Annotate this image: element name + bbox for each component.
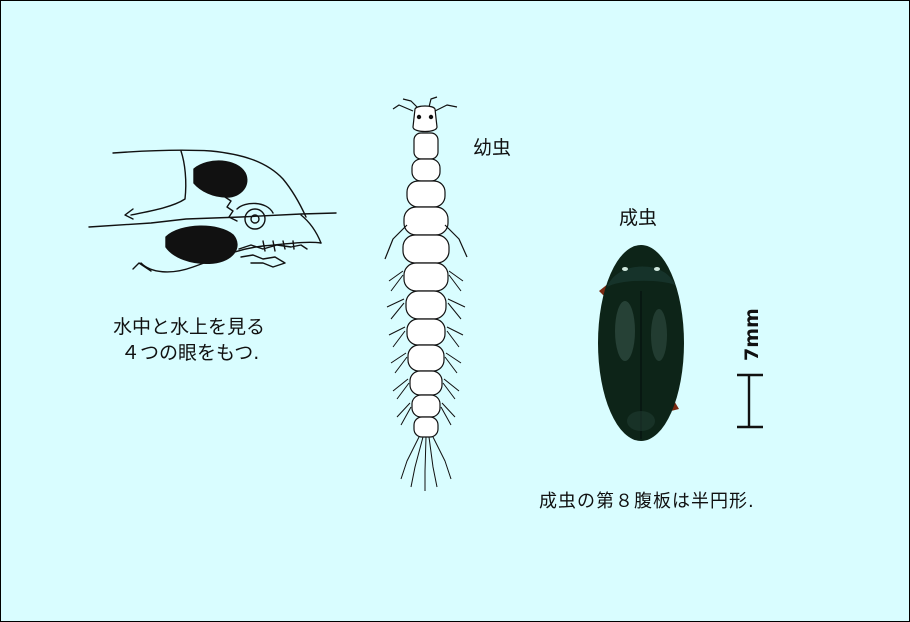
larva-tail-filaments (400, 436, 452, 491)
scale-bar (737, 373, 763, 429)
water-surface-line (88, 212, 337, 228)
antenna-segments (224, 196, 238, 222)
beetle-highlight-left (615, 301, 635, 361)
scale-bar-label: 7mm (741, 308, 763, 361)
larva-segment-7 (405, 290, 447, 320)
larva-segment-10 (409, 370, 443, 396)
larva-segment-11 (411, 394, 441, 418)
larva-segment-1 (413, 132, 439, 160)
beetle-highlight-tail (627, 411, 655, 431)
larva-segment-12 (413, 416, 439, 438)
lower-eye (165, 225, 238, 264)
larva-segment-2 (411, 158, 441, 182)
label-adult: 成虫 (619, 207, 658, 229)
head-detail-strokes (124, 208, 152, 272)
caption-abdominal-plate: 成虫の第８腹板は半円形. (539, 491, 755, 512)
larva-segment-3 (406, 180, 446, 208)
larva-segment-4 (403, 206, 449, 236)
larva-segment-5 (402, 234, 450, 264)
antenna-socket (250, 214, 260, 224)
beetle-eye-left (622, 267, 628, 271)
head-tip-outline (300, 214, 322, 244)
larva-antennae (392, 96, 458, 112)
mouthpart-teeth (262, 240, 295, 252)
upper-eye (193, 160, 248, 198)
larva-eye-left (416, 114, 422, 120)
larva-leg-left (384, 224, 408, 260)
antenna-base (244, 208, 266, 230)
antenna-arc (236, 202, 274, 214)
larva-gill-filaments (386, 270, 466, 426)
beetle-highlight-right (651, 309, 667, 361)
caption-four-eyes-line2: ４つの眼をもつ. (121, 342, 260, 364)
head-upper-outline (112, 149, 307, 218)
beetle-head-drawing (88, 149, 337, 273)
larva-segment-6 (403, 262, 449, 292)
mouthpart-upper (238, 244, 308, 250)
larva-eye-right (428, 114, 434, 120)
larva-segment-9 (407, 344, 445, 372)
caption-four-eyes-line1: 水中と水上を見る (113, 316, 266, 338)
label-larva: 幼虫 (473, 137, 512, 159)
adult-beetle-photo (598, 245, 684, 441)
larva-segment-8 (406, 318, 446, 346)
larva-head (412, 105, 438, 133)
mouthpart-lower (240, 254, 286, 268)
larva-leg-right (444, 224, 468, 258)
larva-drawing (384, 96, 468, 491)
head-inner-outline (130, 150, 187, 216)
beetle-eye-right (654, 267, 660, 271)
caption-four-eyes: 水中と水上を見る ４つの眼をもつ. (113, 314, 265, 366)
beetle-pronotum (607, 266, 675, 287)
